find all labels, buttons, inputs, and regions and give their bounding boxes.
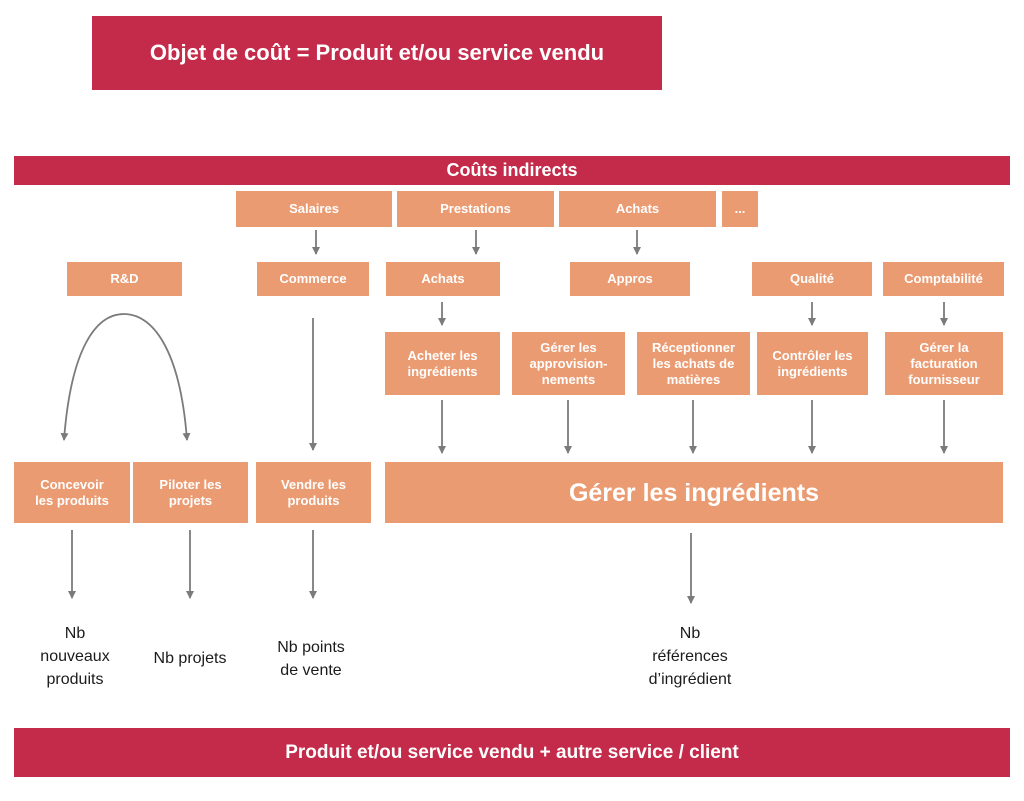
box-gerer-approvisionnements-label: Gérer les approvision- nements [529,339,608,387]
box-prestations-label: Prestations [440,201,511,216]
box-controler-ingredients-label: Contrôler les ingrédients [772,347,853,379]
box-gerer-approvisionnements: Gérer les approvision- nements [512,332,625,395]
box-salaires: Salaires [236,191,392,227]
box-qualite-label: Qualité [789,271,835,286]
box-commerce: Commerce [257,262,369,296]
box-acheter-ingredients-label: Acheter les ingrédients [407,347,478,379]
box-achats-dept-label: Achats [421,271,465,286]
driver-nb-points-vente: Nb points de vente [277,639,345,679]
box-piloter-projets: Piloter les projets [133,462,248,523]
box-appros: Appros [570,262,690,296]
bottom-result-label: Produit et/ou service vendu + autre serv… [285,741,739,763]
box-piloter-projets-label: Piloter les projets [159,476,222,508]
box-commerce-label: Commerce [279,271,347,286]
box-receptionner-achats-label: Réceptionner les achats de matières [651,339,736,387]
box-vendre-produits: Vendre les produits [256,462,371,523]
box-concevoir-produits-label: Concevoir les produits [35,476,109,508]
box-acheter-ingredients: Acheter les ingrédients [385,332,500,395]
indirect-costs-label: Coûts indirects [446,160,578,180]
box-receptionner-achats: Réceptionner les achats de matières [637,332,750,395]
box-gerer-ingredients-label: Gérer les ingrédients [568,478,820,507]
arc-rd-concevoir [60,313,125,441]
cost-object-banner: Objet de coût = Produit et/ou service ve… [92,16,662,90]
box-comptabilite: Comptabilité [883,262,1004,296]
box-salaires-label: Salaires [289,201,339,216]
box-comptabilite-label: Comptabilité [904,271,983,286]
driver-nb-projets: Nb projets [153,650,227,667]
box-gerer-ingredients: Gérer les ingrédients [385,462,1003,523]
box-controler-ingredients: Contrôler les ingrédients [757,332,868,395]
cost-object-label: Objet de coût = Produit et/ou service ve… [149,40,605,65]
indirect-costs-banner: Coûts indirects [14,156,1010,185]
box-rd: R&D [67,262,182,296]
box-rd-label: R&D [110,271,139,286]
box-gerer-facturation: Gérer la facturation fournisseur [885,332,1003,395]
box-gerer-facturation-label: Gérer la facturation fournisseur [908,339,980,387]
arc-rd-piloter [123,313,191,441]
bottom-result-banner: Produit et/ou service vendu + autre serv… [14,728,1010,777]
box-concevoir-produits: Concevoir les produits [14,462,130,523]
box-ellipsis: ... [722,191,758,227]
box-ellipsis-label: ... [734,201,746,216]
box-achats-pool-label: Achats [615,201,660,216]
box-qualite: Qualité [752,262,872,296]
driver-nb-references-ingredient: Nb références d’ingrédient [648,625,732,688]
driver-nb-nouveaux-produits: Nb nouveaux produits [40,625,110,688]
box-vendre-produits-label: Vendre les produits [280,476,347,508]
box-prestations: Prestations [397,191,554,227]
box-achats-pool: Achats [559,191,716,227]
box-achats-dept: Achats [386,262,500,296]
box-appros-label: Appros [607,271,653,286]
